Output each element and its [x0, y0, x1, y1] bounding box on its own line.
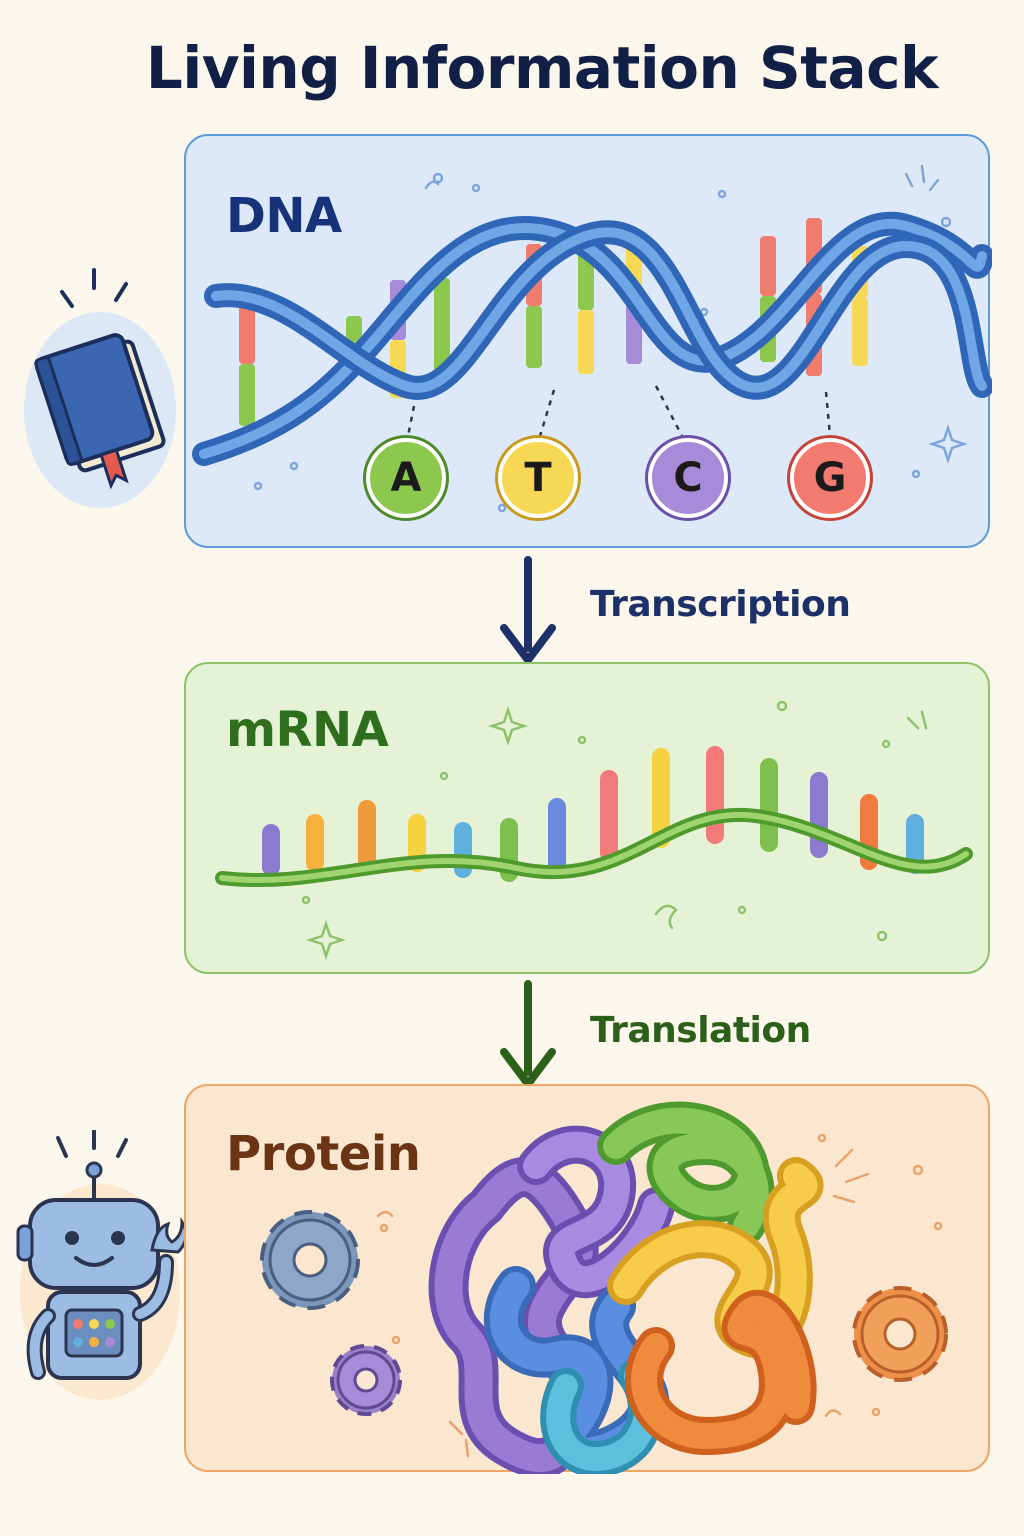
protein-label: Protein: [226, 1126, 421, 1182]
book-icon: [24, 268, 176, 508]
page-title: Living Information Stack: [145, 34, 939, 102]
transcription-label: Transcription: [590, 584, 851, 625]
base-g-badge: G: [790, 438, 870, 518]
dna-double-helix: [192, 164, 992, 513]
mrna-label: mRNA: [226, 702, 389, 758]
mrna-strand: [215, 700, 973, 960]
gear-icon-orange: [852, 1286, 948, 1382]
gear-icon-purple: [330, 1344, 402, 1416]
robot-icon: [16, 1130, 186, 1400]
base-t-badge: T: [498, 438, 578, 518]
base-a-badge: A: [366, 438, 446, 518]
dna-panel: DNA A T C G: [184, 134, 992, 548]
translation-arrow: [500, 980, 556, 1088]
transcription-arrow: [500, 556, 556, 664]
translation-label: Translation: [590, 1010, 811, 1051]
mrna-panel: mRNA: [184, 662, 990, 974]
folded-protein: [260, 1101, 948, 1474]
dna-label: DNA: [226, 188, 342, 244]
protein-panel: Protein: [184, 1084, 990, 1474]
gear-icon-blue: [260, 1210, 360, 1310]
base-c-badge: C: [648, 438, 728, 518]
